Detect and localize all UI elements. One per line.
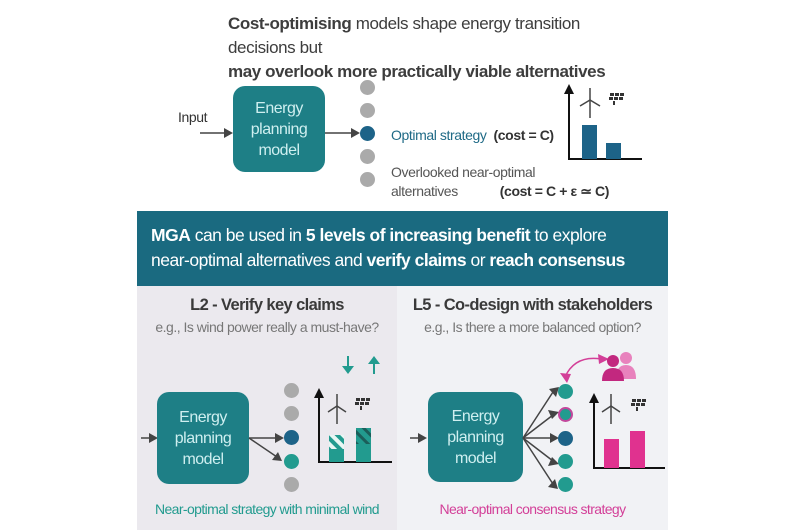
alternative-dot (360, 172, 375, 187)
input-arrow-icon (410, 433, 427, 443)
model-label-line: Energy (451, 407, 500, 425)
model-label-line: planning (447, 428, 504, 446)
panel-caption: Near-optimal strategy with minimal wind (154, 501, 380, 517)
alternative-dot (558, 454, 573, 469)
banner-bold: reach consensus (489, 250, 625, 270)
alternatives-label-line1: Overlooked near-optimal (391, 164, 536, 180)
title-text-1: models shape energy transition decisions… (228, 14, 580, 57)
alternative-dot (360, 103, 375, 118)
decrease-arrow-icon (342, 356, 354, 374)
model-label-line: Energy (179, 408, 227, 426)
banner-text: to explore (530, 225, 607, 245)
banner-text: near-optimal alternatives and (151, 250, 367, 270)
minimal-wind-bar-chart (314, 356, 392, 463)
output-fan-arrows-icon (522, 387, 559, 489)
panel-caption: Near-optimal consensus strategy (439, 501, 626, 517)
input-arrow-icon (141, 433, 158, 443)
optimal-bar-chart (564, 84, 642, 160)
consensus-bar-chart (589, 393, 665, 469)
alternative-dot (360, 80, 375, 95)
wind-turbine-icon (601, 394, 621, 424)
energy-planning-model-box: Energy planning model (157, 392, 249, 484)
wind-turbine-icon (579, 88, 601, 118)
panel-title: L2 - Verify key claims (190, 296, 344, 314)
solar-panel-icon (355, 398, 370, 410)
stakeholders-icon (602, 352, 636, 381)
output-arrows-icon (248, 433, 284, 461)
panel-subtitle: e.g., Is there a more balanced option? (424, 319, 641, 335)
alternative-dot (558, 477, 573, 492)
solar-panel-icon (609, 93, 624, 105)
model-label-line: Energy (255, 99, 303, 117)
title-bold-1: Cost-optimising (228, 14, 352, 33)
banner-text: or (466, 250, 490, 270)
figure-title: Cost-optimising models shape energy tran… (228, 12, 648, 84)
selected-alternative-dot (284, 454, 299, 469)
alternative-dot (360, 149, 375, 164)
alternative-dot (558, 384, 573, 399)
model-label-line: model (454, 449, 497, 467)
alternative-dot (284, 383, 299, 398)
banner-bold: 5 levels of increasing benefit (305, 225, 531, 245)
input-arrow-icon (200, 128, 233, 138)
input-label: Input (178, 109, 208, 125)
alternatives-cost: (cost = C + ε ≃ C) (499, 183, 610, 199)
energy-planning-model-box: Energy planning model (428, 392, 523, 482)
increase-arrow-icon (368, 356, 380, 374)
model-label-line: planning (250, 120, 308, 138)
solar-panel-icon (631, 399, 646, 411)
alternative-dot (284, 477, 299, 492)
title-bold-2: may overlook more practically viable alt… (228, 62, 606, 81)
optimal-label-text: Optimal strategy (391, 127, 487, 143)
banner-bold: verify claims (366, 250, 467, 270)
panel-subtitle: e.g., Is wind power really a must-have? (155, 319, 379, 335)
wind-turbine-icon (327, 394, 347, 424)
optimal-dot (558, 431, 573, 446)
optimal-cost: (cost = C) (493, 127, 555, 143)
banner-text: can be used in (190, 225, 306, 245)
panel-title: L5 - Co-design with stakeholders (412, 296, 653, 314)
mga-banner: MGA can be used in 5 levels of increasin… (137, 211, 668, 286)
model-label-line: model (258, 141, 300, 159)
consensus-dot (558, 407, 573, 422)
optimal-dot (284, 430, 299, 445)
banner-bold: MGA (151, 225, 191, 245)
energy-planning-model-box: Energy planning model (233, 86, 325, 172)
alternatives-label: Overlooked near-optimal alternatives (cos… (391, 163, 609, 201)
optimal-dot (360, 126, 375, 141)
output-arrow-icon (325, 128, 360, 138)
model-label-line: planning (174, 429, 232, 447)
panel-l5-co-design: L5 - Co-design with stakeholders e.g., I… (397, 286, 668, 530)
panel-l2-verify-claims: L2 - Verify key claims e.g., Is wind pow… (137, 286, 397, 530)
alternatives-label-line2: alternatives (391, 183, 458, 199)
model-label-line: model (182, 450, 224, 468)
stakeholder-feedback-arrow-icon (560, 354, 609, 383)
optimal-strategy-label: Optimal strategy (cost = C) (391, 127, 554, 143)
alternative-dot (284, 406, 299, 421)
